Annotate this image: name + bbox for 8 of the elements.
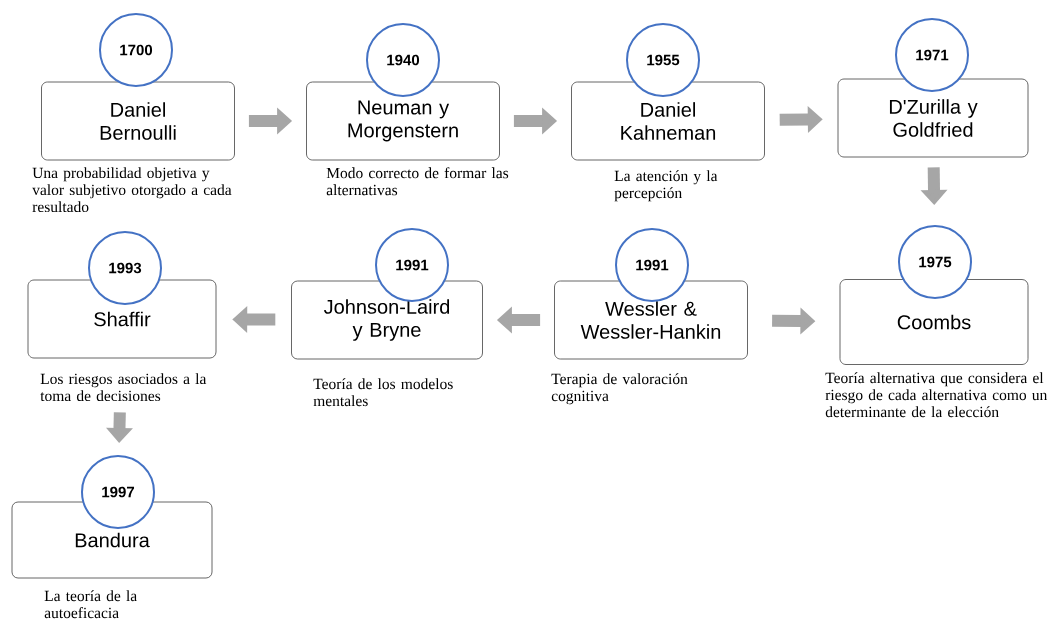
description-text: Los riesgos asociados a la toma de decisiones [40, 373, 207, 402]
description-text: La teoría de la autoeficacia [44, 590, 137, 619]
description-text: La atención y la percepción [614, 170, 718, 202]
description-text: Teoría alternativa que considera el riesgo de cada alternativa como un determinante de la elección [825, 372, 1048, 418]
description-text: Modo correcto de formar las alternativas [326, 167, 509, 196]
description-text: Una probabilidad objetiva y valor subjetivo otorgado a cada resultado [32, 167, 232, 213]
description-text: Teoría de los modelos mentales [313, 378, 453, 407]
description-text: Terapia de valoración cognitiva [551, 373, 688, 405]
